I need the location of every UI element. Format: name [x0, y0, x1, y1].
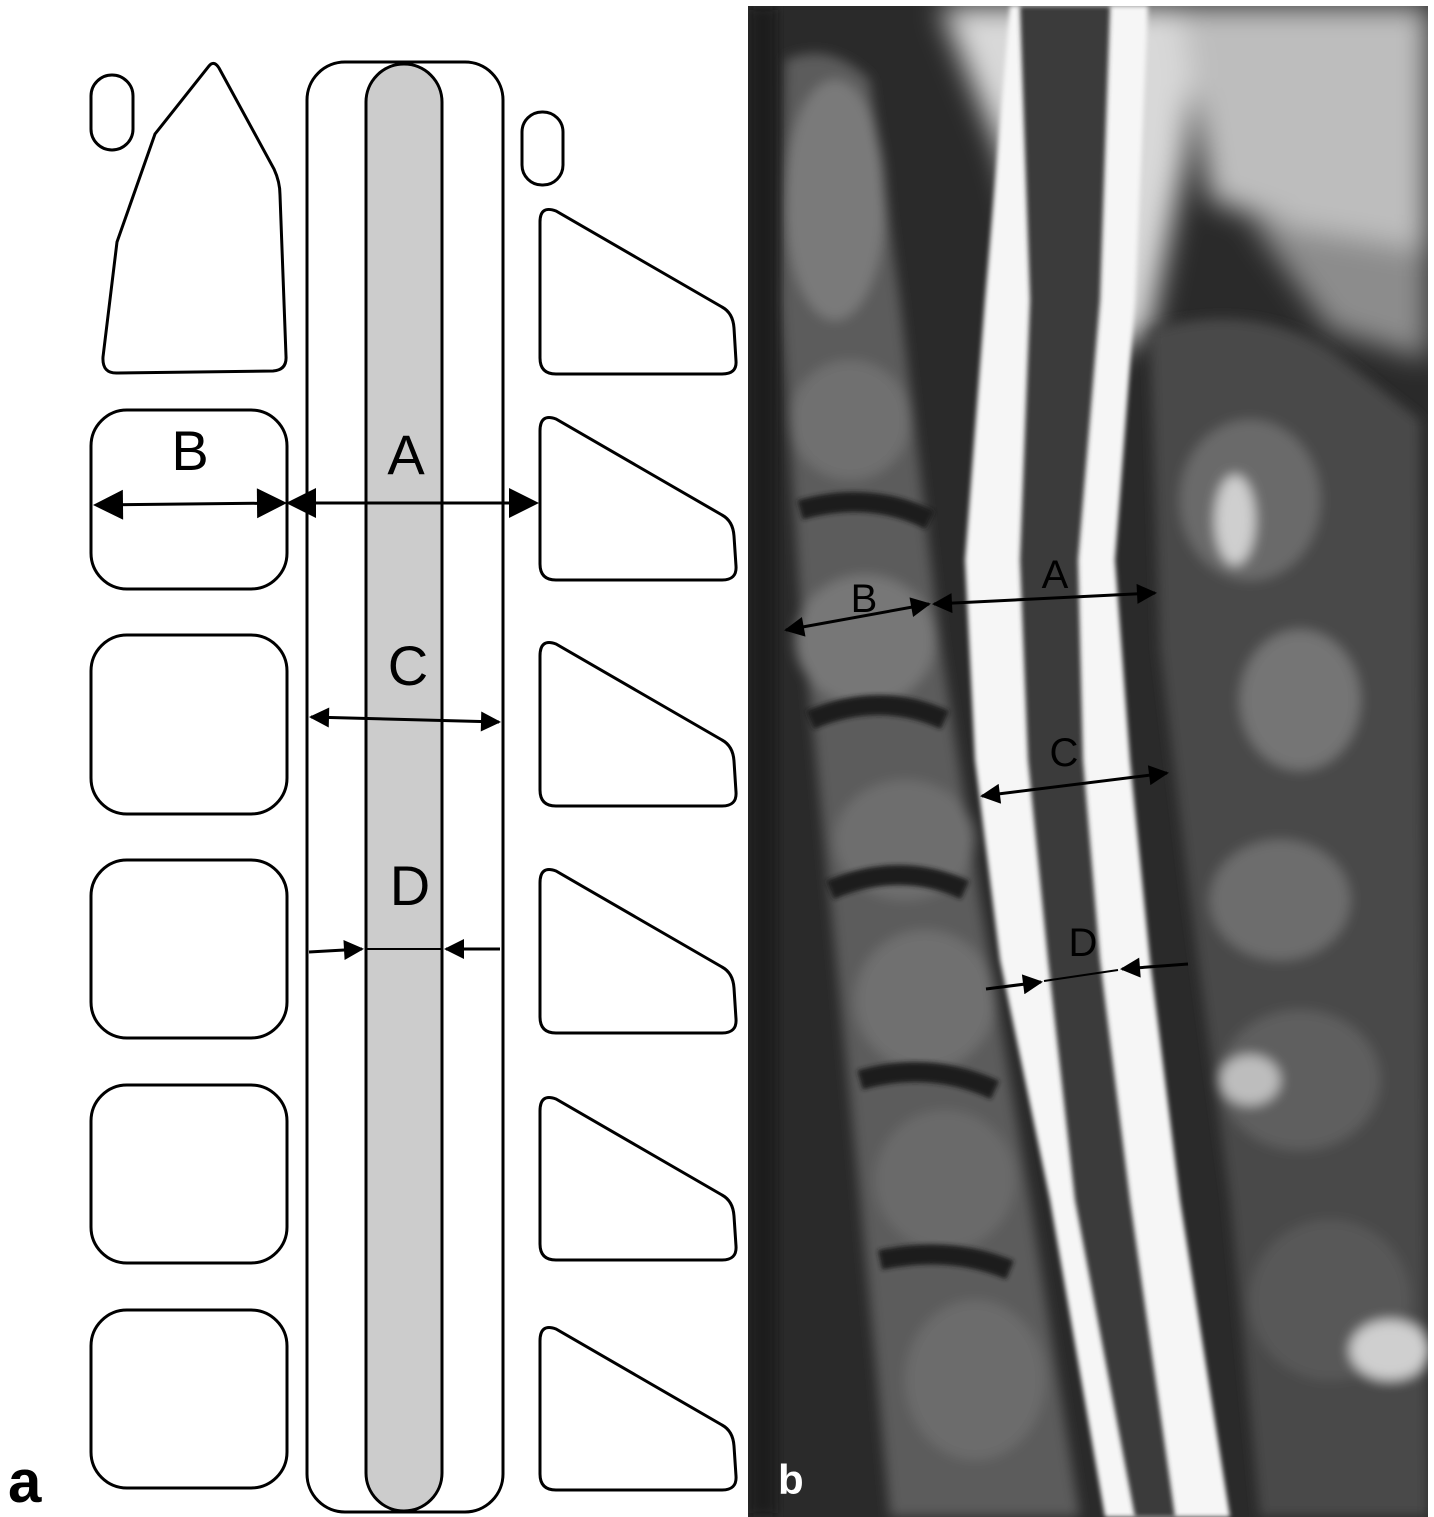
posterior-element-2 — [540, 418, 736, 581]
mri-left-dark-edge — [748, 6, 778, 1517]
posterior-element-3 — [540, 643, 736, 807]
panel-b-mri — [748, 6, 1430, 1517]
panel-b-label-d: D — [1069, 921, 1098, 965]
panel-b-label-b: B — [851, 577, 878, 621]
panel-b-letter: b — [778, 1456, 804, 1503]
posterior-element-4 — [540, 870, 736, 1034]
panel-a-letter: a — [8, 1448, 42, 1515]
measure-b-arrow — [96, 503, 284, 505]
posterior-small-oval — [522, 112, 563, 185]
vertebral-body-3 — [91, 860, 287, 1038]
spinal-cord — [366, 64, 442, 1511]
vertebral-body-4 — [91, 1085, 287, 1263]
vertebral-body-2 — [91, 635, 287, 814]
panel-a-label-c: C — [388, 634, 428, 697]
panel-a-label-d: D — [390, 854, 430, 917]
panel-b-label-c: C — [1050, 731, 1079, 775]
vertebra-small-oval-left — [91, 75, 133, 150]
panel-a-label-a: A — [387, 423, 425, 486]
panel-b-label-a: A — [1042, 553, 1069, 597]
posterior-element-6 — [540, 1328, 736, 1491]
vertebral-body-5 — [91, 1310, 287, 1488]
posterior-element-1 — [540, 209, 736, 374]
posterior-element-5 — [540, 1098, 736, 1261]
panel-a-schematic — [91, 62, 736, 1512]
panel-a-label-b: B — [171, 419, 208, 482]
